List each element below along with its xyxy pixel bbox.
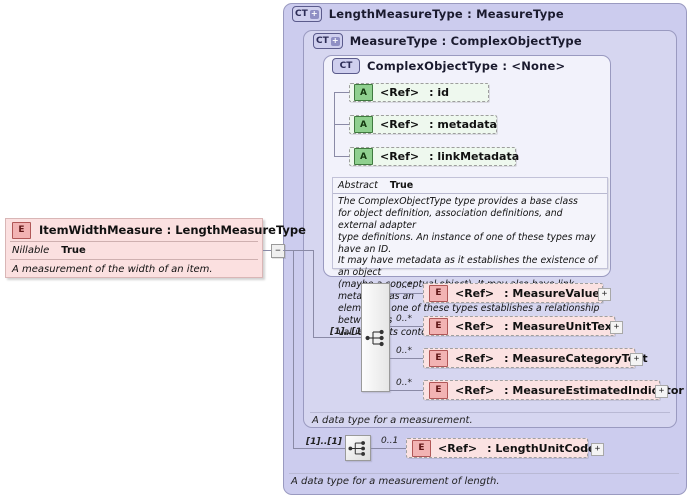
expand-plus-button[interactable]: +	[598, 288, 611, 301]
element-ref-label: <Ref>	[455, 383, 495, 397]
divider	[10, 241, 258, 242]
element-branch-line	[390, 293, 423, 294]
root-element-header: E ItemWidthMeasure : LengthMeasureType	[6, 219, 306, 241]
element-badge-icon: E	[429, 381, 448, 399]
cardinality-measure-value: 0..*	[396, 281, 412, 291]
root-element-box[interactable]: E ItemWidthMeasure : LengthMeasureType N…	[5, 218, 306, 278]
attribute-badge-icon: A	[354, 148, 373, 165]
element-branch-line	[390, 326, 423, 327]
sequence-input-line	[293, 448, 345, 449]
root-connector-line	[263, 250, 271, 251]
panel-title-complex-object-type: CT ComplexObjectType : <None>	[332, 57, 565, 75]
panel-label: LengthMeasureType : MeasureType	[328, 7, 564, 21]
divider	[289, 473, 679, 474]
element-row-measure-unit-text[interactable]: E <Ref> : MeasureUnitText	[423, 316, 618, 336]
attribute-tree-branch	[334, 156, 349, 157]
cardinality-length-unit-code: 0..1	[381, 436, 399, 446]
root-element-documentation: A measurement of the width of an item.	[12, 263, 213, 275]
element-badge-icon: E	[429, 349, 448, 367]
element-ref-label: <Ref>	[455, 351, 495, 365]
panel-label: MeasureType : ComplexObjectType	[349, 34, 582, 48]
attribute-row-link-metadata[interactable]: A <Ref> : linkMetadata	[349, 147, 520, 166]
collapse-toggle-button[interactable]: −	[271, 244, 285, 258]
sequence-cardinality-length: [1]..[1]	[306, 437, 342, 447]
expand-plus-icon[interactable]: +	[330, 36, 340, 46]
abstract-documentation-block: Abstract True The ComplexObjectType type…	[332, 177, 608, 338]
attribute-name-label: : metadata	[429, 118, 497, 131]
sequence-input-line	[313, 250, 314, 338]
complex-type-badge-icon[interactable]: CT+	[313, 33, 343, 49]
expand-plus-button[interactable]: +	[610, 321, 623, 334]
nillable-value: True	[61, 245, 86, 256]
complex-type-badge-icon[interactable]: CT	[332, 58, 360, 74]
root-element-title: ItemWidthMeasure : LengthMeasureType	[39, 223, 306, 237]
panel-caption-length-measure-type: A data type for a measurement of length.	[291, 476, 500, 487]
attribute-tree-branch	[334, 92, 349, 93]
attribute-name-label: : id	[429, 86, 450, 99]
divider	[10, 259, 258, 260]
element-badge-icon: E	[429, 317, 448, 335]
divider	[333, 193, 607, 194]
element-name-label: : LengthUnitCode	[487, 441, 596, 455]
panel-title-length-measure-type: CT+ LengthMeasureType : MeasureType	[292, 5, 564, 23]
abstract-key: Abstract	[338, 180, 378, 191]
sequence-compositor-measure[interactable]	[361, 283, 390, 392]
abstract-row: Abstract True	[333, 178, 607, 193]
complex-type-badge-icon[interactable]: CT+	[292, 6, 322, 22]
element-name-label: : MeasureUnitText	[504, 319, 618, 333]
element-ref-label: <Ref>	[455, 319, 495, 333]
element-name-label: : MeasureCategoryText	[504, 351, 648, 365]
divider	[310, 412, 670, 413]
attribute-ref-label: <Ref>	[380, 86, 420, 99]
element-row-measure-category-text[interactable]: E <Ref> : MeasureCategoryText	[423, 348, 648, 368]
sequence-cardinality-measure: [1]..[1]	[330, 327, 366, 337]
panel-caption-measure-type: A data type for a measurement.	[312, 415, 473, 426]
element-ref-label: <Ref>	[438, 441, 478, 455]
panel-label: ComplexObjectType : <None>	[367, 59, 566, 73]
element-branch-line	[371, 448, 406, 449]
attribute-badge-icon: A	[354, 84, 373, 101]
attribute-tree-branch	[334, 124, 349, 125]
attribute-ref-label: <Ref>	[380, 150, 420, 163]
expand-plus-button[interactable]: +	[630, 353, 643, 366]
element-branch-line	[390, 358, 423, 359]
attribute-row-id[interactable]: A <Ref> : id	[349, 83, 489, 102]
element-row-measure-value[interactable]: E <Ref> : MeasureValue	[423, 283, 603, 303]
element-ref-label: <Ref>	[455, 286, 495, 300]
cardinality-measure-unit-text: 0..*	[396, 314, 412, 324]
sequence-compositor-length[interactable]	[345, 435, 371, 461]
element-badge-icon: E	[412, 439, 431, 457]
sequence-icon	[348, 440, 365, 456]
expand-plus-button[interactable]: +	[655, 385, 668, 398]
sequence-input-line	[293, 250, 294, 448]
element-name-label: : MeasureValue	[504, 286, 600, 300]
panel-title-measure-type: CT+ MeasureType : ComplexObjectType	[313, 32, 582, 50]
element-branch-line	[390, 390, 423, 391]
element-row-measure-estimated-indicator[interactable]: E <Ref> : MeasureEstimatedIndicator	[423, 380, 684, 400]
attribute-badge-icon: A	[354, 116, 373, 133]
sequence-icon	[365, 329, 384, 346]
cardinality-measure-category-text: 0..*	[396, 346, 412, 356]
expand-plus-icon[interactable]: +	[309, 9, 319, 19]
element-row-length-unit-code[interactable]: E <Ref> : LengthUnitCode	[406, 438, 595, 458]
abstract-value: True	[389, 180, 414, 191]
nillable-key: Nillable	[12, 245, 50, 256]
cardinality-measure-estimated-indicator: 0..*	[396, 378, 412, 388]
attribute-row-metadata[interactable]: A <Ref> : metadata	[349, 115, 497, 134]
sequence-input-line	[313, 337, 361, 338]
element-badge-icon: E	[429, 284, 448, 302]
attribute-ref-label: <Ref>	[380, 118, 420, 131]
expand-plus-button[interactable]: +	[591, 443, 604, 456]
root-connector-line	[283, 250, 313, 251]
element-name-label: : MeasureEstimatedIndicator	[504, 383, 684, 397]
element-badge-icon: E	[12, 221, 31, 239]
root-element-nillable-row: Nillable True	[6, 242, 262, 259]
attribute-name-label: : linkMetadata	[429, 150, 520, 163]
